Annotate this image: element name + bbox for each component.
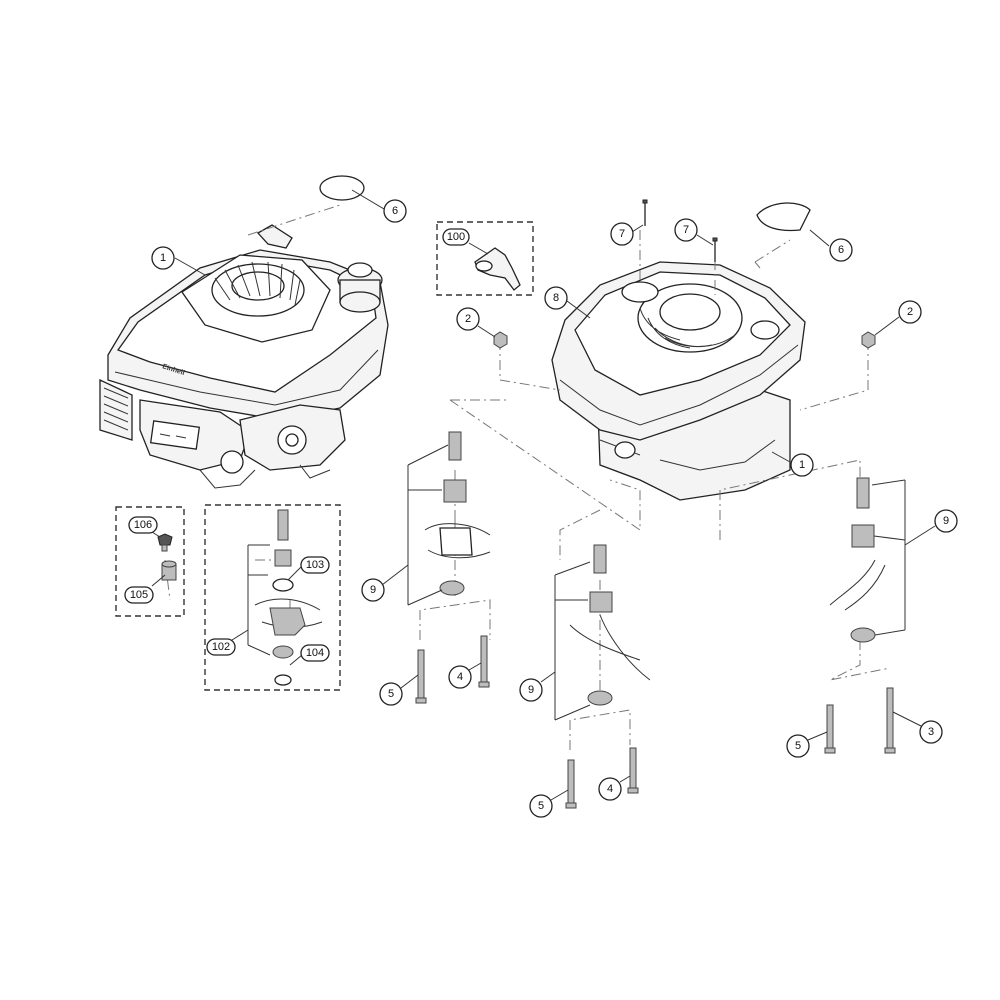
- callout-3-label: 3: [928, 726, 934, 738]
- callout-1-right: 1: [790, 453, 814, 477]
- callout-100-label: 100: [447, 231, 465, 243]
- callout-9-c-label: 9: [943, 515, 949, 527]
- callout-4-b-label: 4: [607, 783, 613, 795]
- callout-5-c-label: 5: [795, 740, 801, 752]
- callout-5-b-label: 5: [538, 800, 544, 812]
- drain-plug-group: [115, 506, 185, 617]
- callout-105-label: 105: [130, 589, 148, 601]
- callout-8-label: 8: [553, 292, 559, 304]
- callout-104-label: 104: [306, 647, 324, 659]
- callout-9-a-label: 9: [370, 584, 376, 596]
- gasket-right: [756, 202, 811, 232]
- callout-106: 106: [128, 516, 158, 534]
- callout-105: 105: [124, 586, 154, 604]
- mount-stack-c: [824, 477, 906, 754]
- callout-7-b-label: 7: [683, 224, 689, 236]
- spark-plug-cap-group: [436, 221, 534, 296]
- callout-6-right-label: 6: [838, 244, 844, 256]
- callout-5-a-label: 5: [388, 688, 394, 700]
- callout-leaders: [151, 189, 936, 801]
- callout-102-label: 102: [212, 641, 230, 653]
- callout-100: 100: [442, 228, 470, 246]
- callout-2-left: 2: [456, 307, 480, 331]
- callout-4-a-label: 4: [457, 671, 463, 683]
- mount-stack-a: [407, 431, 491, 704]
- callout-4-a: 4: [448, 665, 472, 689]
- engine-with-cover-right: [551, 261, 806, 501]
- callout-103-label: 103: [306, 559, 324, 571]
- engine-assembly-left: Einhell: [99, 224, 389, 489]
- callout-6-right: 6: [829, 238, 853, 262]
- callout-104: 104: [300, 644, 330, 662]
- callout-2-right-label: 2: [907, 306, 913, 318]
- callout-7-b: 7: [674, 218, 698, 242]
- callout-103: 103: [300, 556, 330, 574]
- mount-stack-b: [554, 544, 651, 809]
- callout-6-left-label: 6: [392, 205, 398, 217]
- callout-1-left: 1: [151, 246, 175, 270]
- gasket-left: [319, 175, 365, 201]
- callout-3: 3: [919, 720, 943, 744]
- callout-9-b: 9: [519, 678, 543, 702]
- callout-2-left-label: 2: [465, 313, 471, 325]
- callout-6-left: 6: [383, 199, 407, 223]
- callout-102: 102: [206, 638, 236, 656]
- callout-106-label: 106: [134, 519, 152, 531]
- callout-7-a: 7: [610, 222, 634, 246]
- callout-9-a: 9: [361, 578, 385, 602]
- callout-9-b-label: 9: [528, 684, 534, 696]
- callout-1-left-label: 1: [160, 252, 166, 264]
- callout-8: 8: [544, 286, 568, 310]
- top-screws: [642, 199, 718, 262]
- callout-5-c: 5: [786, 734, 810, 758]
- callout-9-c: 9: [934, 509, 958, 533]
- callout-7-a-label: 7: [619, 228, 625, 240]
- nuts: [493, 331, 876, 349]
- callout-5-a: 5: [379, 682, 403, 706]
- callout-2-right: 2: [898, 300, 922, 324]
- callout-4-b: 4: [598, 777, 622, 801]
- callout-1-right-label: 1: [799, 459, 805, 471]
- callout-5-b: 5: [529, 794, 553, 818]
- mount-kit-group: [204, 504, 341, 691]
